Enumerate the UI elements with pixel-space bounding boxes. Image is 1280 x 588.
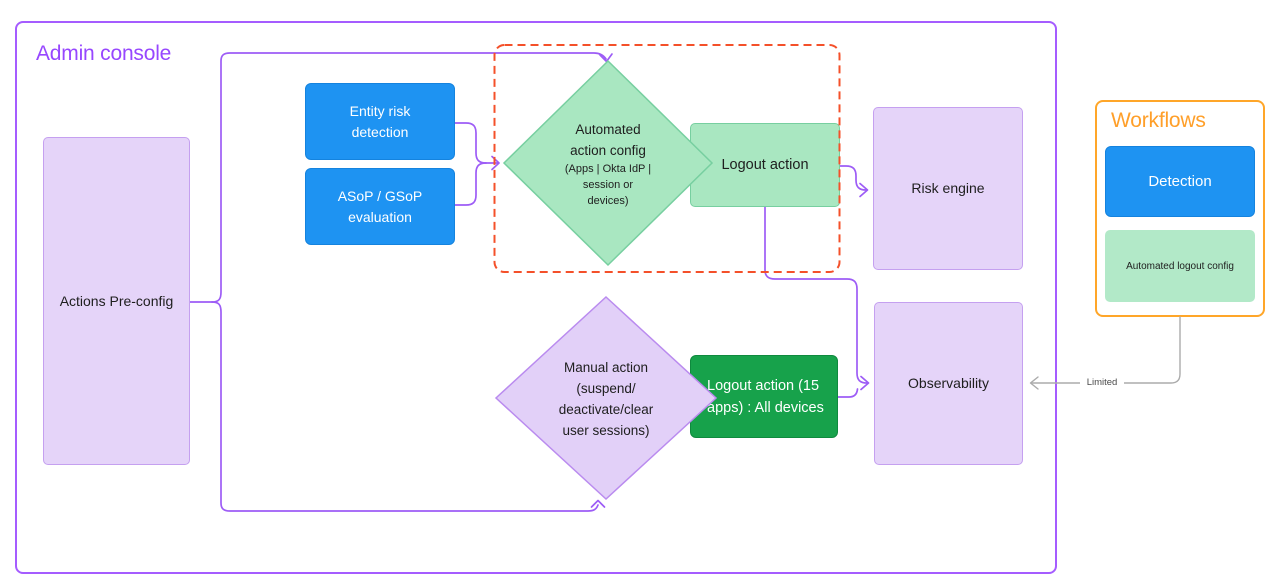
node-risk-engine: Risk engine: [873, 107, 1023, 270]
diamond-sublabel-line: session or: [582, 179, 634, 191]
diamond-label-line: deactivate/clear: [558, 402, 654, 417]
admin-console-frame: [15, 21, 1057, 574]
node-workflows-detection: Detection: [1105, 146, 1255, 217]
node-label-line: Logout action (15: [707, 377, 820, 394]
node-observability: Observability: [874, 302, 1023, 465]
workflows-title: Workflows: [1111, 109, 1206, 132]
manual-diamond-text: Manual action (suspend/ deactivate/clear…: [516, 357, 696, 441]
node-logout-action: Logout action: [690, 123, 840, 207]
node-label-line: detection: [351, 123, 409, 140]
diamond-label-line: Automated: [575, 122, 641, 137]
diamond-sublabel-line: devices): [587, 195, 629, 207]
diamond-sublabel-line: (Apps | Okta IdP |: [564, 163, 652, 175]
automated-diamond-text: Automated action config (Apps | Okta IdP…: [518, 119, 698, 209]
node-label: Automated logout config: [1126, 260, 1234, 272]
node-label-line: evaluation: [348, 208, 412, 225]
diamond-label-line: Manual action: [563, 360, 649, 375]
node-label-line: ASoP / GSoP: [337, 187, 423, 204]
node-logout-all-devices: Logout action (15 apps) : All devices: [690, 355, 838, 438]
diamond-label-line: action config: [570, 143, 646, 158]
node-label-line: apps) : All devices: [707, 399, 824, 416]
admin-console-title: Admin console: [36, 42, 172, 65]
node-actions-preconfig: Actions Pre-config: [43, 137, 190, 465]
diamond-label-line: (suspend/: [576, 381, 636, 396]
node-label: Detection: [1148, 173, 1212, 190]
node-label: Risk engine: [911, 180, 985, 196]
limited-connector-label: Limited: [1080, 376, 1124, 389]
workflows-frame: [1095, 100, 1265, 317]
node-entity-risk-detection: Entity risk detection: [305, 83, 455, 160]
node-label: Actions Pre-config: [59, 292, 174, 309]
node-asop-gsop-evaluation: ASoP / GSoP evaluation: [305, 168, 455, 245]
node-automated-logout-config: Automated logout config: [1105, 230, 1255, 302]
node-label: Observability: [908, 375, 989, 391]
node-label: Logout action: [721, 156, 809, 173]
node-label-line: Entity risk: [349, 102, 411, 119]
diamond-label-line: user sessions): [562, 423, 650, 438]
